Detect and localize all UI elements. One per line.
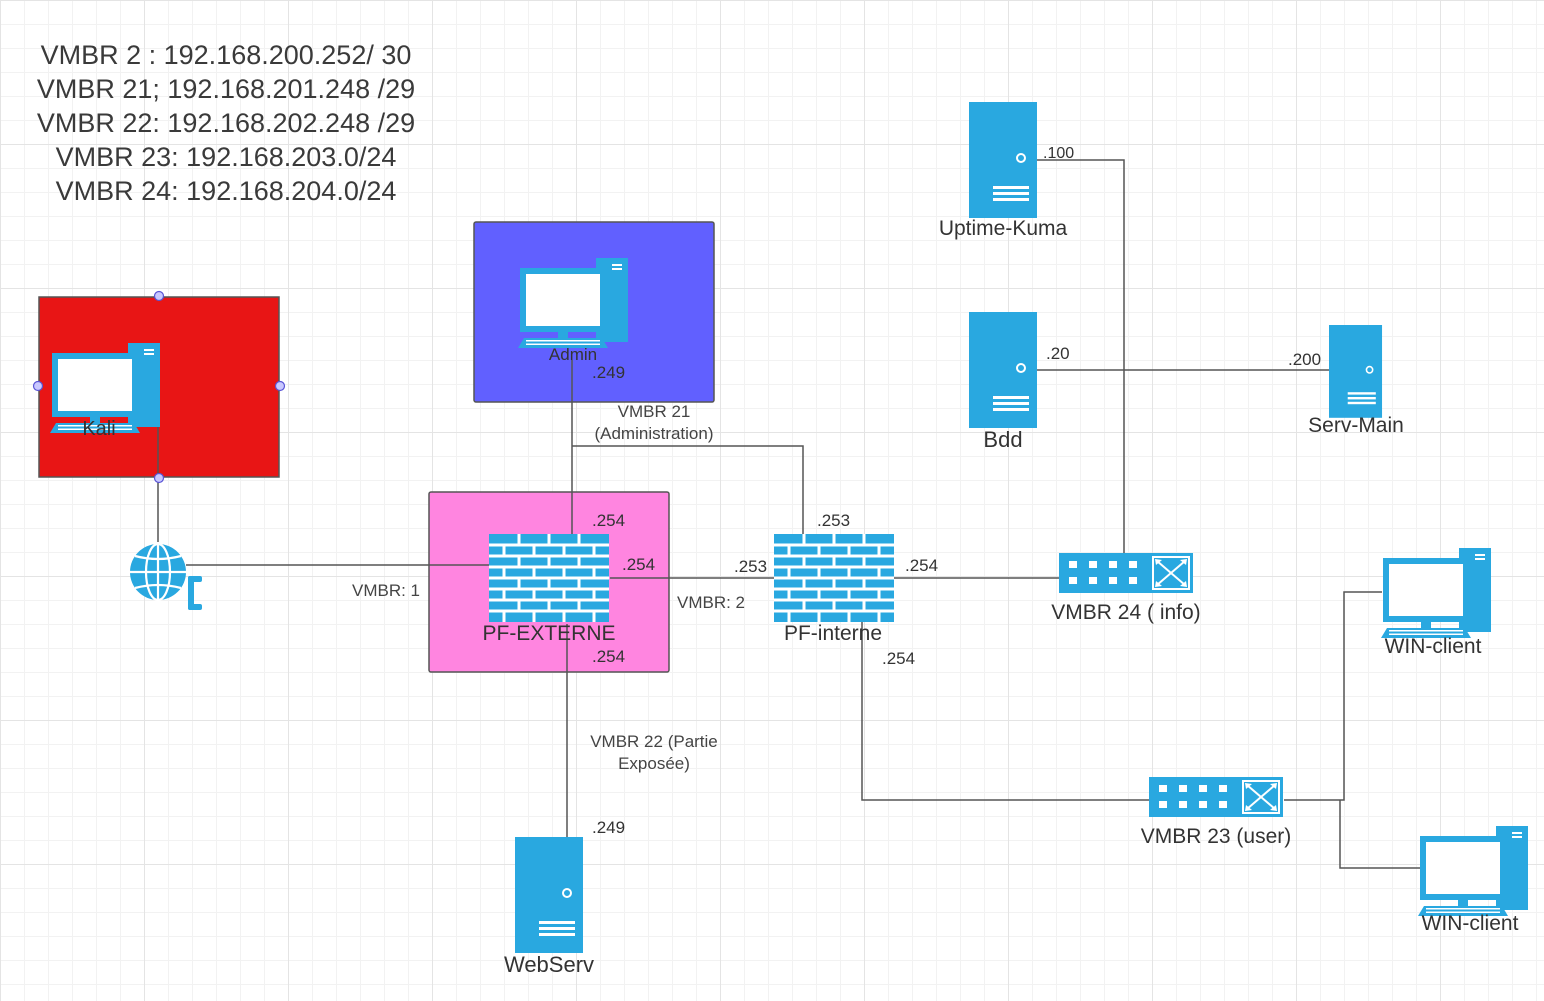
uptime-kuma-server-icon[interactable] — [968, 101, 1038, 219]
winclient1-desktop-icon[interactable] — [1381, 548, 1491, 638]
link-pfinterne-vmbr23[interactable] — [861, 620, 1150, 801]
addr-pfext-bottom: .254 — [592, 647, 625, 666]
addr-webserv: .249 — [592, 818, 625, 837]
bdd-label: Bdd — [983, 427, 1022, 452]
phone-icon — [188, 576, 202, 610]
link-vmbr21[interactable] — [572, 445, 804, 536]
legend-vmbr24: VMBR 24: 192.168.204.0/24 — [55, 176, 397, 206]
vmbr23-switch-icon[interactable] — [1148, 776, 1284, 818]
addr-pfint-right: .254 — [905, 556, 938, 575]
vmbr22-label-line1: VMBR 22 (Partie — [590, 732, 718, 751]
vmbr24-switch-icon[interactable] — [1058, 552, 1194, 594]
vmbr21-label-line1: VMBR 21 — [618, 402, 691, 421]
addr-pfext-top: .254 — [592, 511, 625, 530]
vmbr21-label-line2: (Administration) — [594, 424, 713, 443]
pf-externe-firewall-icon[interactable] — [487, 532, 611, 624]
vmbr22-label-line2: Exposée) — [618, 754, 690, 773]
addr-bdd: .20 — [1046, 344, 1070, 363]
addr-pfext-right: .254 — [622, 555, 655, 574]
link-vmbr24-uptime[interactable] — [1037, 159, 1125, 553]
vmbr24-label: VMBR 24 ( info) — [1051, 601, 1200, 624]
vmbr2-label: VMBR: 2 — [677, 593, 745, 612]
legend-vmbr22: VMBR 22: 192.168.202.248 /29 — [36, 108, 416, 138]
addr-uptime: .100 — [1043, 145, 1074, 162]
link-vmbr23-winclient2[interactable] — [1339, 800, 1420, 869]
uptime-kuma-label: Uptime-Kuma — [939, 217, 1068, 240]
addr-pfint-top: .253 — [817, 511, 850, 530]
legend-vmbr23: VMBR 23: 192.168.203.0/24 — [55, 142, 397, 172]
winclient2-label: WIN-client — [1422, 912, 1519, 935]
winclient2-desktop-icon[interactable] — [1418, 826, 1528, 916]
pf-interne-firewall-icon[interactable] — [772, 532, 896, 624]
kali-label: Kali — [82, 418, 115, 440]
vmbr1-label: VMBR: 1 — [352, 581, 420, 600]
addr-admin: .249 — [592, 363, 625, 382]
winclient1-label: WIN-client — [1385, 635, 1482, 658]
pf-externe-label: PF-EXTERNE — [482, 622, 615, 645]
bdd-server-icon[interactable] — [968, 311, 1038, 429]
webserv-label: WebServ — [504, 952, 594, 977]
selection-handles[interactable] — [32, 290, 286, 484]
pf-interne-label: PF-interne — [784, 622, 882, 645]
addr-pfint-bottom: .254 — [882, 649, 915, 668]
globe-icon[interactable] — [130, 542, 186, 602]
serv-main-server-icon[interactable] — [1328, 324, 1383, 419]
subnet-legend: VMBR 2 : 192.168.200.252/ 30 VMBR 21; 19… — [10, 38, 442, 208]
link-vmbr23-winclient1[interactable] — [1284, 591, 1382, 801]
legend-vmbr21: VMBR 21; 192.168.201.248 /29 — [36, 74, 416, 104]
addr-pfint-left: .253 — [734, 557, 767, 576]
legend-vmbr2: VMBR 2 : 192.168.200.252/ 30 — [40, 40, 412, 70]
addr-servmain: .200 — [1288, 350, 1321, 369]
admin-label: Admin — [549, 345, 597, 364]
vmbr23-label: VMBR 23 (user) — [1141, 825, 1292, 848]
serv-main-label: Serv-Main — [1308, 414, 1404, 437]
webserv-server-icon[interactable] — [514, 836, 584, 954]
